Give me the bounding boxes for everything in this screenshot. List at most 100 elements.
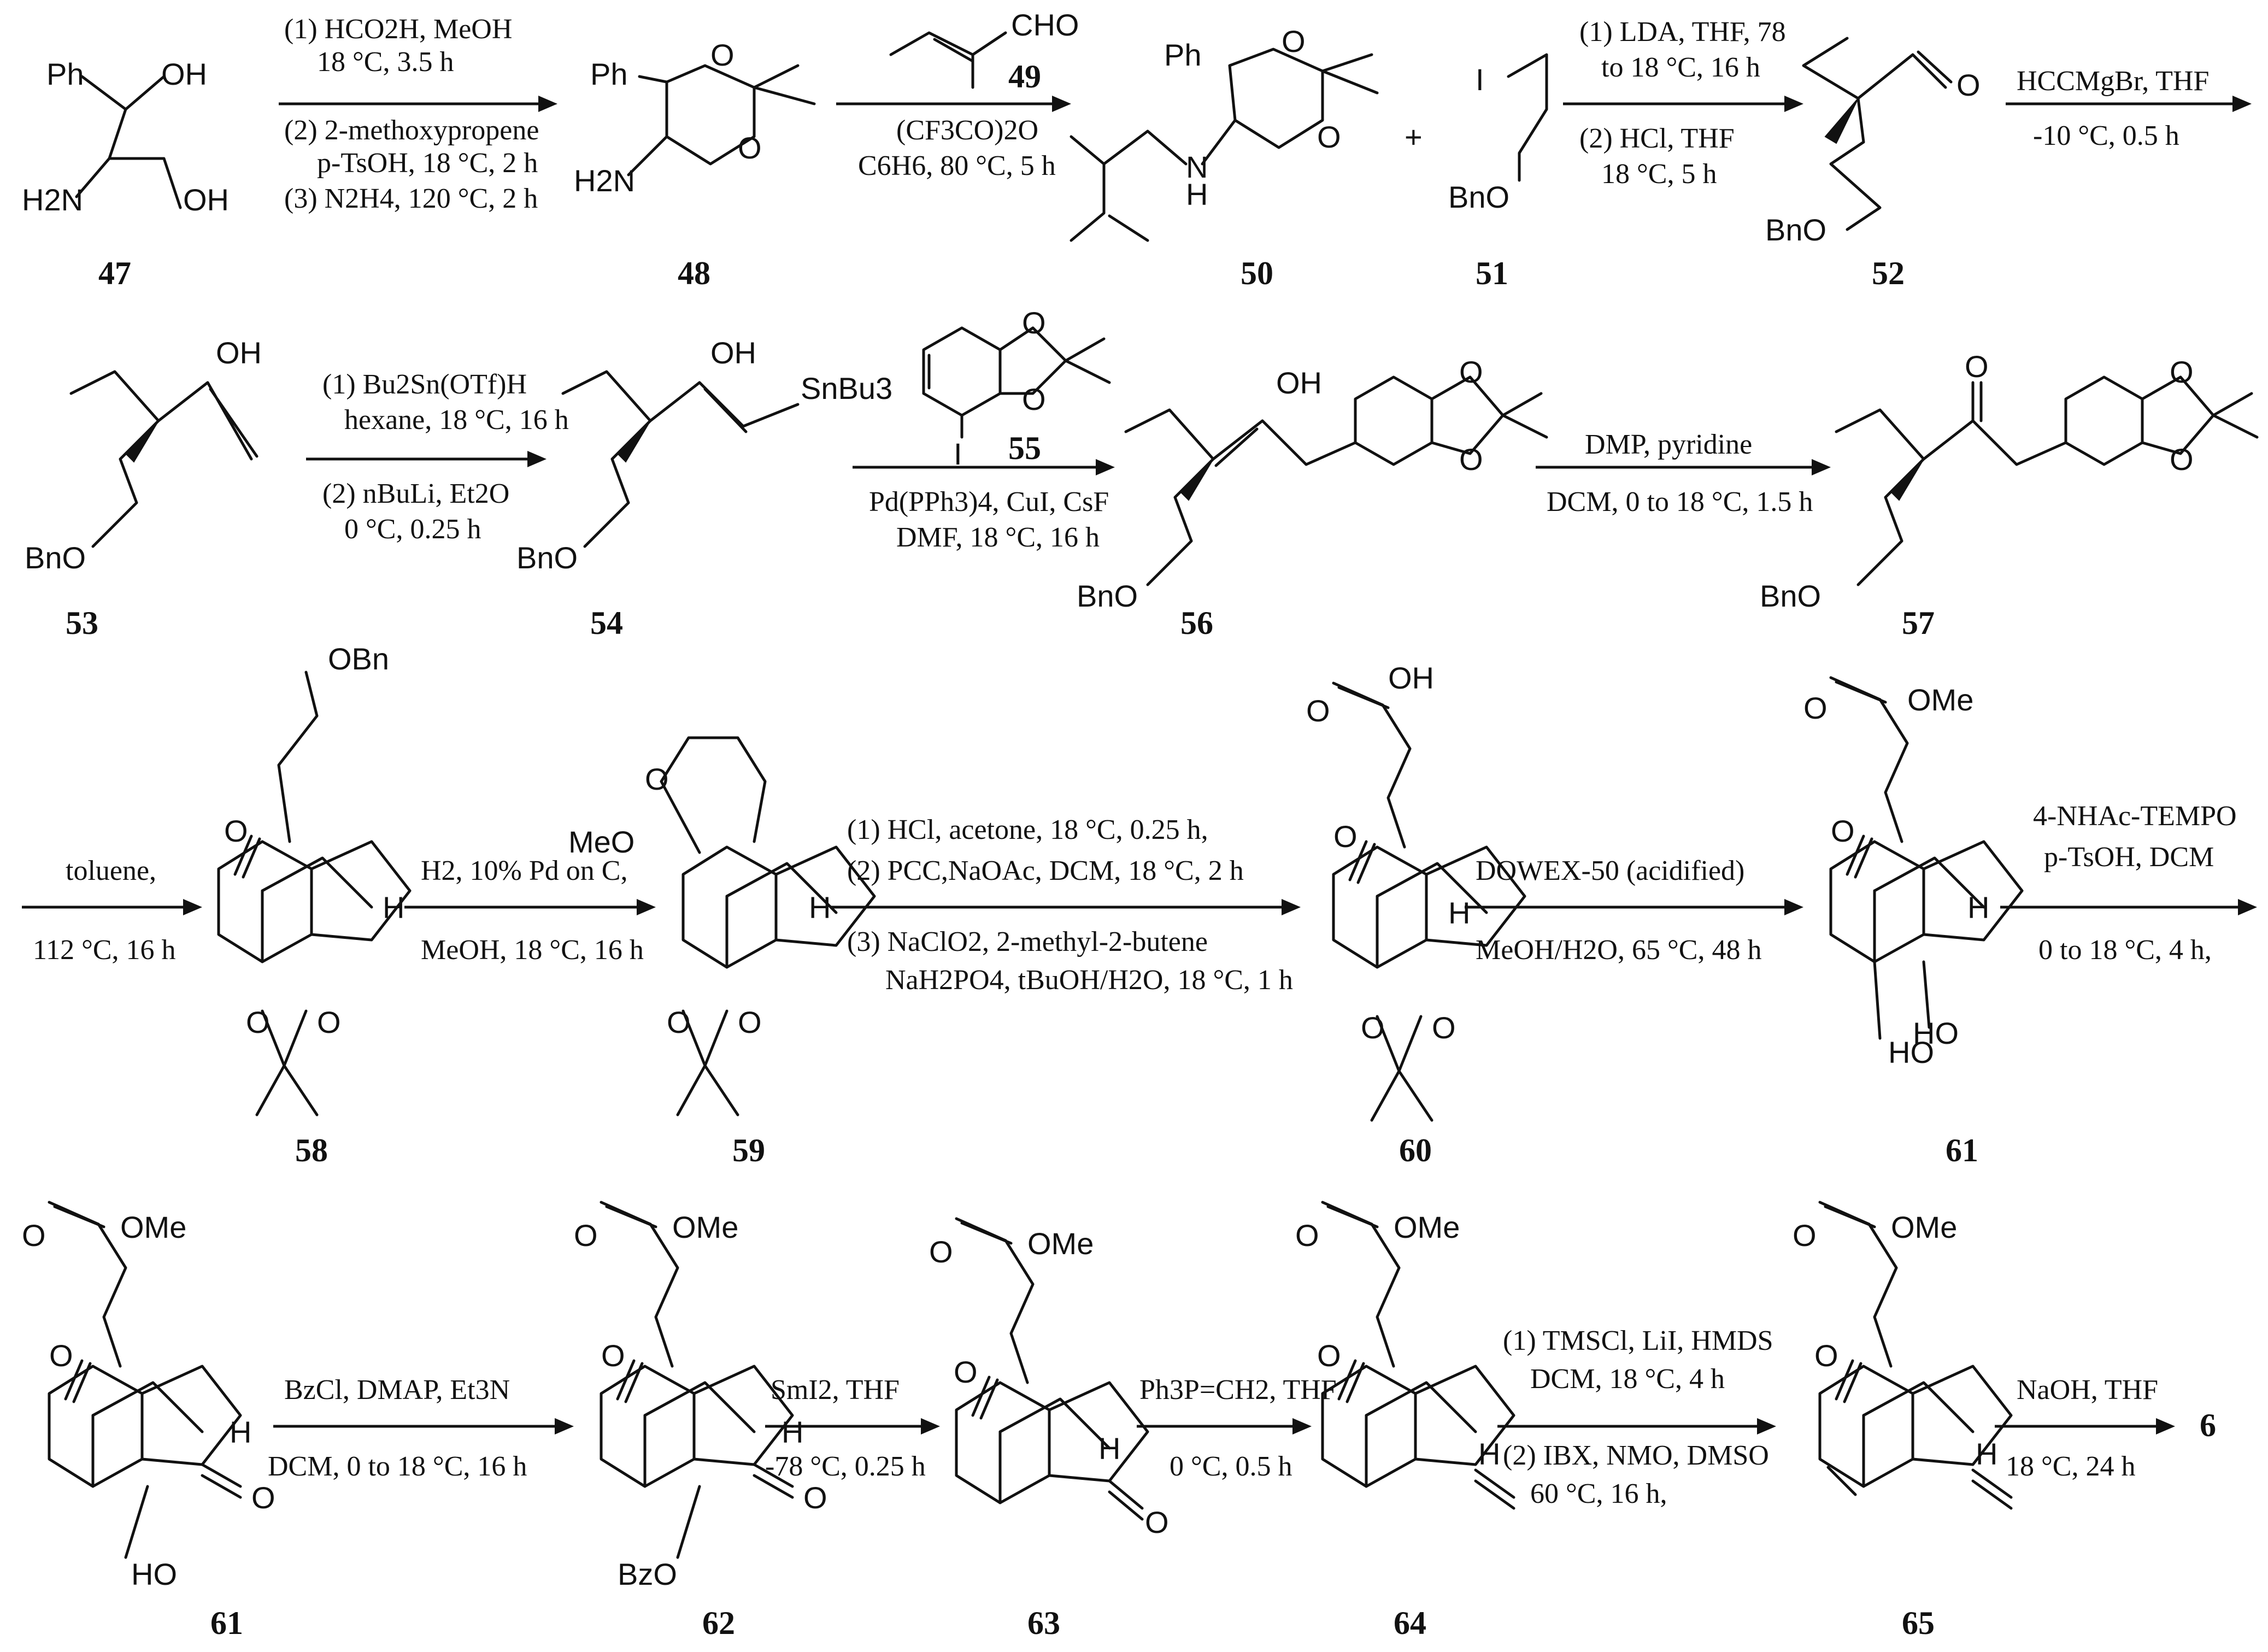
c63-o4: O [1145, 1505, 1169, 1539]
cond-r10-3: NaH2PO4, tBuOH/H2O, 18 °C, 1 h [885, 965, 1293, 996]
label-55: 55 [1008, 430, 1041, 466]
c57-o2: O [2170, 442, 2194, 477]
c54-bno: BnO [516, 540, 578, 575]
compound-53: OH BnO 53 [25, 336, 262, 641]
c58-o: O [224, 814, 248, 848]
c57-o: O [1965, 349, 1989, 384]
label-53: 53 [66, 605, 98, 641]
c55-o2: O [1022, 382, 1046, 416]
c61b-o: O [49, 1338, 73, 1373]
cond-r13-1: DCM, 0 to 18 °C, 16 h [268, 1451, 527, 1482]
c60-o3: O [1306, 693, 1330, 728]
cond-r9-1: MeOH, 18 °C, 16 h [421, 934, 644, 966]
cond-r1-2: (2) 2-methoxypropene [284, 115, 539, 146]
c62-o4: O [803, 1480, 827, 1515]
reaction-arrow-11: DOWEX-50 (acidified) MeOH/H2O, 65 °C, 48… [1465, 855, 1803, 966]
c50-o2: O [1317, 120, 1341, 154]
label-51: 51 [1476, 255, 1508, 291]
compound-54: OH SnBu3 BnO 54 [516, 336, 892, 641]
c61a-ho2: HO [1913, 1016, 1959, 1050]
c58-o1: O [246, 1005, 270, 1039]
c51-i: I [1476, 62, 1484, 97]
cond-r15-0: Ph3P=CH2, THF [1139, 1374, 1337, 1406]
c61a-o3: O [1803, 691, 1828, 725]
reaction-arrow-2: CHO 49 (CF3CO)2O C6H6, 80 °C, 5 h [836, 8, 1079, 181]
c65-o3: O [1793, 1218, 1817, 1253]
label-63: 63 [1027, 1605, 1060, 1641]
label-60: 60 [1399, 1132, 1432, 1168]
cond-r11-1: MeOH/H2O, 65 °C, 48 h [1476, 934, 1761, 966]
c61a-o: O [1831, 814, 1855, 848]
reaction-arrow-15: Ph3P=CH2, THF 0 °C, 0.5 h [1137, 1374, 1337, 1482]
c54-sn: SnBu3 [801, 371, 892, 405]
reaction-arrow-12: 4-NHAc-TEMPO p-TsOH, DCM 0 to 18 °C, 4 h… [2000, 801, 2257, 966]
c49-cho: CHO [1011, 8, 1079, 42]
reaction-arrow-7: DMP, pyridine DCM, 0 to 18 °C, 1.5 h [1536, 429, 1831, 518]
c61b-ho: HO [131, 1557, 177, 1591]
c59-meo: MeO [568, 825, 634, 859]
c47-h2n: H2N [22, 183, 83, 217]
c59-h: H [809, 890, 831, 925]
cond-r16-3: 60 °C, 16 h, [1530, 1478, 1667, 1509]
c62-ome: OMe [672, 1210, 738, 1244]
cond-r14-1: -78 °C, 0.25 h [765, 1451, 926, 1482]
c56-o1: O [1459, 355, 1483, 389]
c63-o: O [954, 1355, 978, 1389]
compound-50: Ph O O N H 50 [1070, 24, 1379, 291]
c63-o3: O [929, 1234, 953, 1269]
cond-r3-1: to 18 °C, 16 h [1601, 52, 1760, 83]
cond-r5-1: hexane, 18 °C, 16 h [344, 404, 569, 436]
label-62: 62 [702, 1605, 735, 1641]
compound-57: O O O BnO 57 [1760, 349, 2259, 641]
cond-r6-0: Pd(PPh3)4, CuI, CsF [869, 486, 1109, 518]
c56-oh: OH [1276, 366, 1322, 400]
c50-n: N [1186, 150, 1208, 184]
c61a-ho1: HO [1888, 1035, 1934, 1069]
c48-h2n: H2N [574, 163, 635, 198]
c56-bno: BnO [1077, 579, 1138, 613]
c59-o: O [645, 762, 669, 796]
c57-bno: BnO [1760, 579, 1821, 613]
reaction-arrow-10: (1) HCl, acetone, 18 °C, 0.25 h, (2) PCC… [831, 814, 1301, 996]
reaction-arrow-9: H2, 10% Pd on C, MeOH, 18 °C, 16 h [404, 855, 656, 966]
label-61a: 61 [1946, 1132, 1978, 1168]
c61a-ome: OMe [1907, 683, 1973, 717]
c51-bno: BnO [1448, 180, 1509, 214]
c59-o1: O [667, 1005, 691, 1039]
c60-o2: O [1432, 1010, 1456, 1045]
cond-r1-1: 18 °C, 3.5 h [317, 46, 454, 78]
c56-o2: O [1459, 442, 1483, 477]
c47-ph: Ph [46, 57, 84, 91]
c48-ph: Ph [590, 57, 628, 91]
c61b-o3: O [22, 1218, 46, 1253]
cond-r1-0: (1) HCO2H, MeOH [284, 14, 512, 45]
c60-oh: OH [1388, 661, 1434, 695]
c48-o1: O [710, 38, 735, 72]
label-57: 57 [1902, 605, 1935, 641]
label-6: 6 [2200, 1407, 2216, 1443]
cond-r16-0: (1) TMSCl, LiI, HMDS [1503, 1325, 1773, 1356]
c60-o: O [1333, 819, 1358, 854]
c50-ph: Ph [1164, 38, 1202, 72]
compound-59: O MeO O O H 59 [568, 736, 874, 1168]
label-48: 48 [678, 255, 710, 291]
compound-64: OMe O O H 64 [1295, 1202, 1515, 1641]
c61b-ome: OMe [120, 1210, 186, 1244]
compound-60: OH O O O O H 60 [1306, 661, 1525, 1168]
cond-r1-4: (3) N2H4, 120 °C, 2 h [284, 183, 538, 214]
c47-oh2: OH [183, 183, 229, 217]
cond-r5-0: (1) Bu2Sn(OTf)H [322, 369, 527, 400]
compound-61b: OMe O O H O HO 61 [22, 1202, 275, 1641]
compound-48: Ph O O H2N 48 [574, 38, 816, 291]
label-56: 56 [1180, 605, 1213, 641]
cond-r3-0: (1) LDA, THF, 78 [1579, 16, 1786, 48]
cond-r2-0: (CF3CO)2O [896, 115, 1038, 146]
cond-r3-3: 18 °C, 5 h [1601, 158, 1717, 190]
reaction-arrow-3: (1) LDA, THF, 78 to 18 °C, 16 h (2) HCl,… [1563, 16, 1803, 190]
reaction-arrow-1: (1) HCO2H, MeOH 18 °C, 3.5 h (2) 2-metho… [279, 14, 557, 214]
c60-h: H [1448, 896, 1470, 930]
c54-oh: OH [710, 336, 756, 370]
c53-oh: OH [216, 336, 262, 370]
cond-r7-1: DCM, 0 to 18 °C, 1.5 h [1547, 486, 1813, 518]
c63-ome: OMe [1027, 1226, 1094, 1261]
